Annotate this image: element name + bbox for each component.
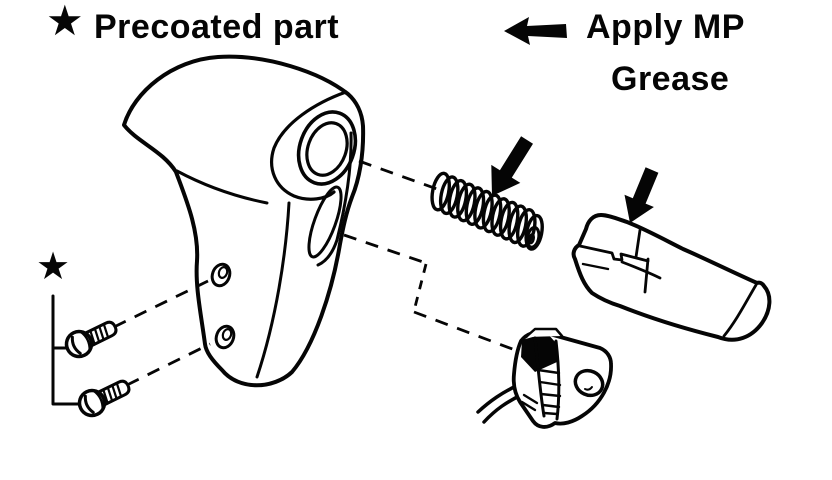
button-outline	[571, 213, 772, 342]
switch-with-wire	[476, 327, 613, 429]
button-cap-rim-line	[722, 283, 758, 338]
shift-lock-button	[571, 213, 772, 342]
switch-band-rungs	[536, 368, 562, 416]
switch-foot-lines	[520, 393, 539, 412]
button-opening-inner-ring	[305, 121, 349, 177]
knob-front-crease-line	[255, 201, 291, 379]
dash-corner-vertical	[412, 263, 428, 312]
legend-left-arrow-icon	[504, 17, 567, 45]
button-step-notch-line	[578, 244, 650, 263]
dash-corner-to-switch	[413, 310, 516, 352]
switch-top-face-line	[524, 327, 564, 339]
button-stem-divider-line	[634, 228, 642, 259]
switch-band-right-line	[554, 339, 561, 421]
knob-slot-opening	[307, 185, 343, 259]
shift-knob-outline	[122, 54, 366, 388]
dash-slot-to-corner	[343, 233, 427, 265]
precoated-screws-group	[51, 294, 131, 418]
grease-legend-line1: Apply MP	[586, 8, 745, 46]
screw-hole-upper	[210, 262, 232, 288]
grease-legend-line2: Grease	[611, 60, 730, 98]
grease-arrow-spring-icon	[491, 136, 533, 196]
switch-wire-line-2	[482, 393, 523, 424]
button-tab-edge-line	[620, 260, 662, 280]
callout-bracket-line	[51, 294, 86, 406]
set-screw-2	[77, 379, 131, 418]
switch-side-button	[573, 368, 605, 398]
screws-precoated-star-icon: ★	[36, 246, 71, 288]
knob-face-boundary-line	[270, 90, 348, 201]
button-opening-outer-ring	[296, 110, 358, 186]
button-body-boundary-line	[643, 257, 650, 294]
grease-arrow-button-icon	[624, 167, 659, 223]
shift-knob	[122, 54, 366, 388]
switch-band-left-line	[533, 336, 546, 418]
compression-spring	[430, 171, 544, 251]
set-screw-1	[64, 320, 118, 359]
knob-dome-edge-line	[175, 169, 269, 205]
dash-screw2-to-hole	[126, 342, 211, 387]
switch-dark-face	[521, 333, 557, 372]
precoated-legend-label: Precoated part	[94, 8, 340, 46]
screw-hole-lower	[214, 324, 236, 350]
dash-ring-to-spring	[358, 159, 438, 191]
precoated-star-icon: ★	[46, 0, 84, 44]
button-tab-accent-line	[581, 262, 610, 271]
switch-side-button-tick	[584, 386, 593, 391]
dash-screw1-to-hole	[113, 279, 209, 329]
assembly-dashed-lines	[113, 159, 516, 387]
